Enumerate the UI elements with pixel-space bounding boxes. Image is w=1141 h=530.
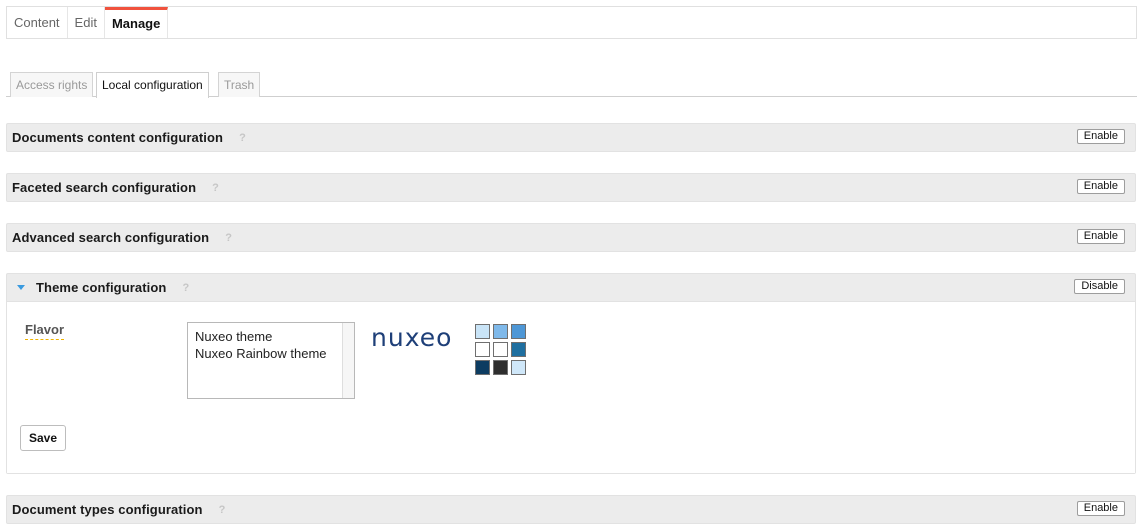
nuxeo-logo: nuxeo bbox=[371, 323, 453, 352]
enable-button[interactable]: Enable bbox=[1076, 229, 1125, 244]
faceted-search-header: Faceted search configuration ? Enable bbox=[7, 174, 1135, 201]
documents-content-section: Documents content configuration ? Enable bbox=[6, 123, 1136, 152]
main-tab-bar: Content Edit Manage bbox=[6, 6, 1137, 39]
document-types-header: Document types configuration ? Enable bbox=[7, 496, 1135, 523]
flavor-list-scrollbar[interactable] bbox=[342, 323, 354, 398]
help-icon[interactable]: ? bbox=[182, 281, 190, 294]
save-button[interactable]: Save bbox=[20, 425, 67, 451]
enable-button[interactable]: Enable bbox=[1076, 501, 1125, 516]
disable-button[interactable]: Disable bbox=[1074, 279, 1125, 294]
tab-content[interactable]: Content bbox=[7, 7, 68, 38]
flavor-option[interactable]: Nuxeo theme bbox=[195, 329, 273, 344]
advanced-search-header: Advanced search configuration ? Enable bbox=[7, 224, 1135, 251]
color-swatch bbox=[475, 324, 490, 339]
section-title: Documents content configuration bbox=[12, 130, 224, 145]
section-title: Document types configuration bbox=[12, 502, 203, 517]
color-swatch bbox=[493, 342, 508, 357]
color-swatch bbox=[493, 360, 508, 375]
flavor-color-palette bbox=[475, 324, 526, 375]
color-swatch bbox=[475, 360, 490, 375]
section-title: Advanced search configuration bbox=[12, 230, 210, 245]
color-swatch bbox=[493, 324, 508, 339]
documents-content-header: Documents content configuration ? Enable bbox=[7, 124, 1135, 151]
help-icon[interactable]: ? bbox=[212, 181, 219, 194]
advanced-search-section: Advanced search configuration ? Enable bbox=[6, 223, 1136, 252]
enable-button[interactable]: Enable bbox=[1076, 129, 1125, 144]
color-swatch bbox=[475, 342, 490, 357]
enable-button[interactable]: Enable bbox=[1076, 179, 1125, 194]
document-types-section: Document types configuration ? Enable bbox=[6, 495, 1136, 524]
color-swatch bbox=[511, 342, 526, 357]
flavor-label: Flavor bbox=[25, 322, 65, 340]
section-title: Faceted search configuration bbox=[12, 180, 197, 195]
subtab-access-rights[interactable]: Access rights bbox=[10, 72, 94, 97]
tab-edit[interactable]: Edit bbox=[68, 7, 105, 38]
subtab-trash[interactable]: Trash bbox=[218, 72, 261, 97]
subtab-local-configuration[interactable]: Local configuration bbox=[96, 72, 209, 98]
manage-sub-tab-bar: Access rights Local configuration Trash bbox=[6, 72, 1137, 98]
help-icon[interactable]: ? bbox=[218, 503, 226, 516]
tab-manage[interactable]: Manage bbox=[104, 7, 169, 38]
faceted-search-section: Faceted search configuration ? Enable bbox=[6, 173, 1136, 202]
flavor-select-list[interactable]: Nuxeo theme Nuxeo Rainbow theme bbox=[187, 322, 355, 399]
theme-body: Flavor Nuxeo theme Nuxeo Rainbow theme n… bbox=[7, 301, 1135, 473]
theme-section: Theme configuration ? Disable Flavor Nux… bbox=[6, 273, 1136, 474]
color-swatch bbox=[511, 324, 526, 339]
theme-header: Theme configuration ? Disable bbox=[7, 274, 1135, 301]
help-icon[interactable]: ? bbox=[239, 131, 246, 144]
chevron-down-icon[interactable] bbox=[17, 285, 25, 290]
flavor-option[interactable]: Nuxeo Rainbow theme bbox=[195, 346, 327, 361]
section-title: Theme configuration bbox=[36, 280, 167, 295]
help-icon[interactable]: ? bbox=[225, 231, 232, 244]
color-swatch bbox=[511, 360, 526, 375]
